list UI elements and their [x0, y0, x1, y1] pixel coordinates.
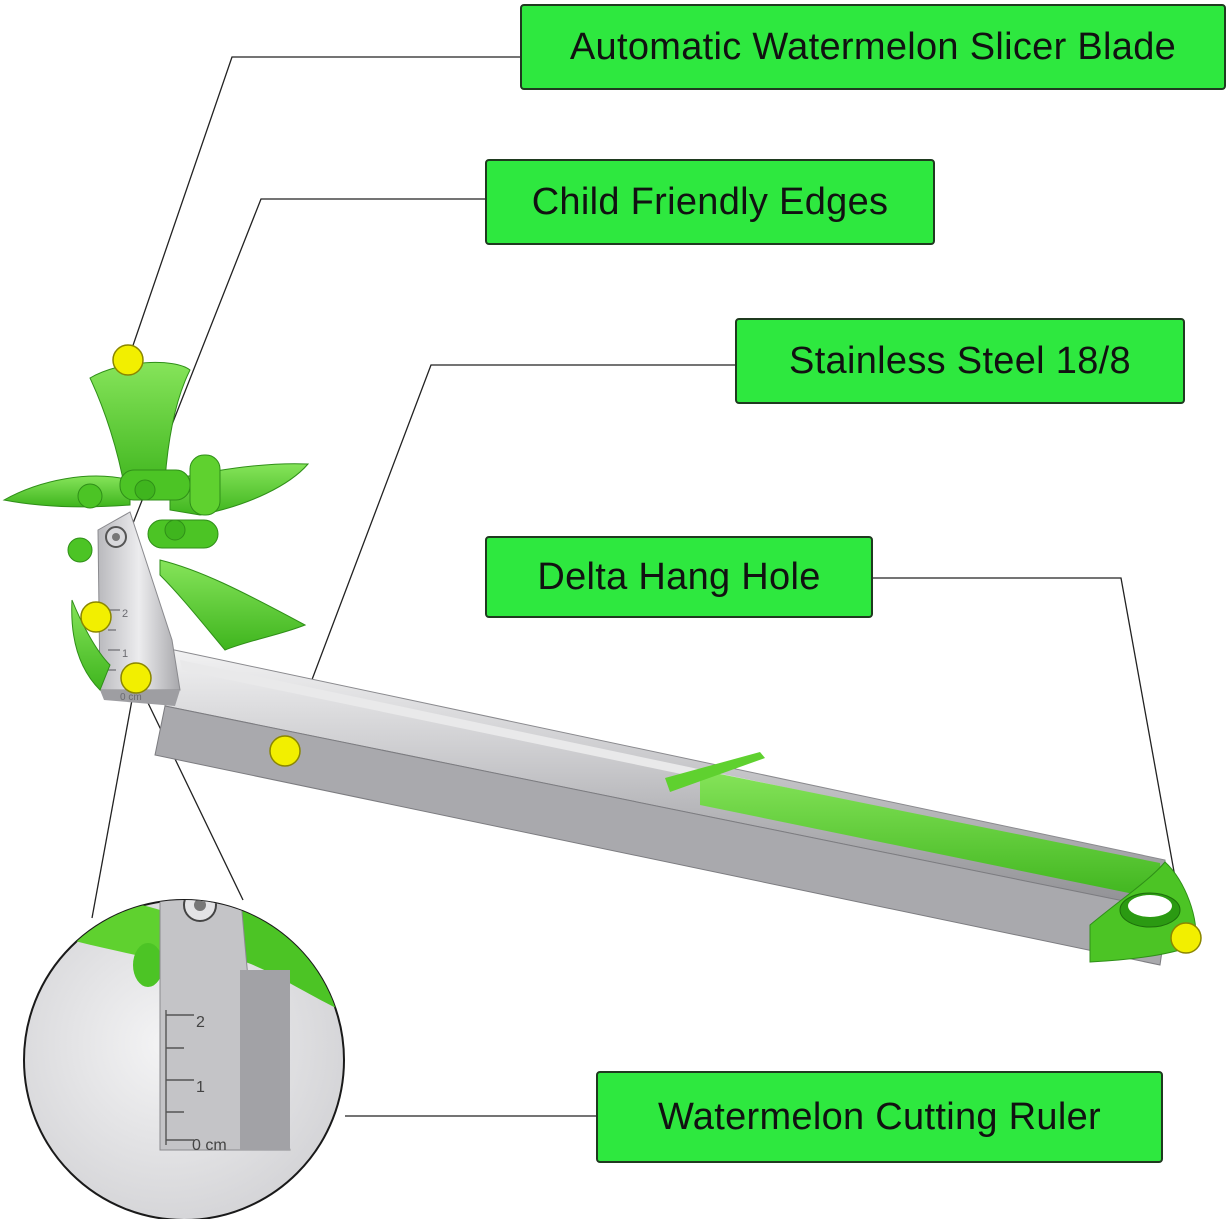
- inset-ruler-mark-zero: 0 cm: [192, 1137, 227, 1154]
- green-grip-band: [665, 752, 765, 792]
- leader-line-inset-left: [91, 677, 137, 919]
- callout-edges: Child Friendly Edges: [485, 159, 935, 245]
- blade-bottom-right: [159, 559, 307, 651]
- inset-ruler-mark-one: 1: [196, 1079, 205, 1096]
- green-grip-top: [700, 770, 1163, 900]
- leader-line-steel: [284, 364, 735, 752]
- marker-ruler: [120, 662, 152, 694]
- marker-steel: [269, 735, 301, 767]
- marker-hole: [1170, 922, 1202, 954]
- slicer-body: 2 1 0 cm: [97, 511, 1197, 966]
- inset-ruler-mark-two: 2: [196, 1014, 205, 1031]
- slicer-blades: [2, 362, 310, 691]
- callout-markers: [80, 344, 1202, 954]
- leader-line-blade: [127, 56, 520, 361]
- ruler-inset: 2 1 0 cm: [23, 899, 345, 1219]
- callout-hang-hole: Delta Hang Hole: [485, 536, 873, 618]
- callout-ruler: Watermelon Cutting Ruler: [596, 1071, 1163, 1163]
- marker-edges: [80, 601, 112, 633]
- ruler-mark-one: 1: [122, 648, 128, 660]
- marker-blade: [112, 344, 144, 376]
- leader-lines: [91, 56, 1187, 1117]
- leader-line-inset-right: [135, 677, 244, 901]
- callout-blade: Automatic Watermelon Slicer Blade: [520, 4, 1226, 90]
- ruler-mark-two: 2: [122, 608, 128, 620]
- callout-steel: Stainless Steel 18/8: [735, 318, 1185, 404]
- steel-bar-side: [154, 705, 1169, 966]
- ruler-mark-zero: 0 cm: [120, 692, 142, 703]
- blade-left: [2, 475, 131, 508]
- leader-line-hole: [873, 577, 1187, 939]
